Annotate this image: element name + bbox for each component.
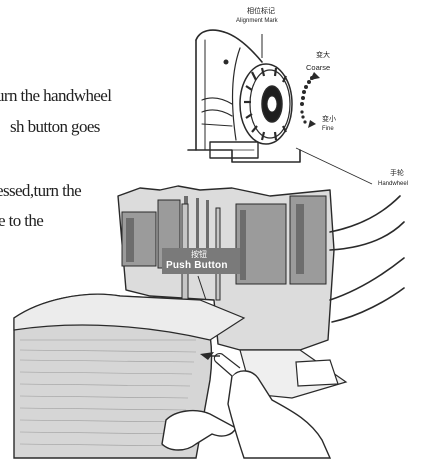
push-button-en-label: Push Button (166, 260, 228, 271)
push-arrow-icon (200, 352, 220, 360)
instruction-line-4: e to the (0, 211, 44, 230)
alignment-mark-en-label: Alignment Mark (236, 18, 278, 24)
alignment-mark-cn-label: 相位标记 (247, 8, 275, 15)
push-button-cn-label: 按钮 (191, 250, 207, 259)
instruction-line-2: sh button goes (10, 117, 100, 136)
rotation-arrow-icon (300, 72, 320, 128)
coarse-cn-label: 变大 (316, 52, 330, 59)
handwheel-cn-label: 手轮 (390, 170, 404, 177)
instruction-line-1: urn the handwheel (0, 86, 112, 105)
handwheel-icon (239, 63, 293, 145)
fine-cn-label: 变小 (322, 116, 336, 123)
coarse-en-label: Coarse (306, 63, 331, 72)
fine-en-label: Fine (322, 126, 334, 132)
instruction-line-3: essed,turn the (0, 181, 82, 200)
handwheel-en-label: Handwheel (378, 181, 409, 187)
